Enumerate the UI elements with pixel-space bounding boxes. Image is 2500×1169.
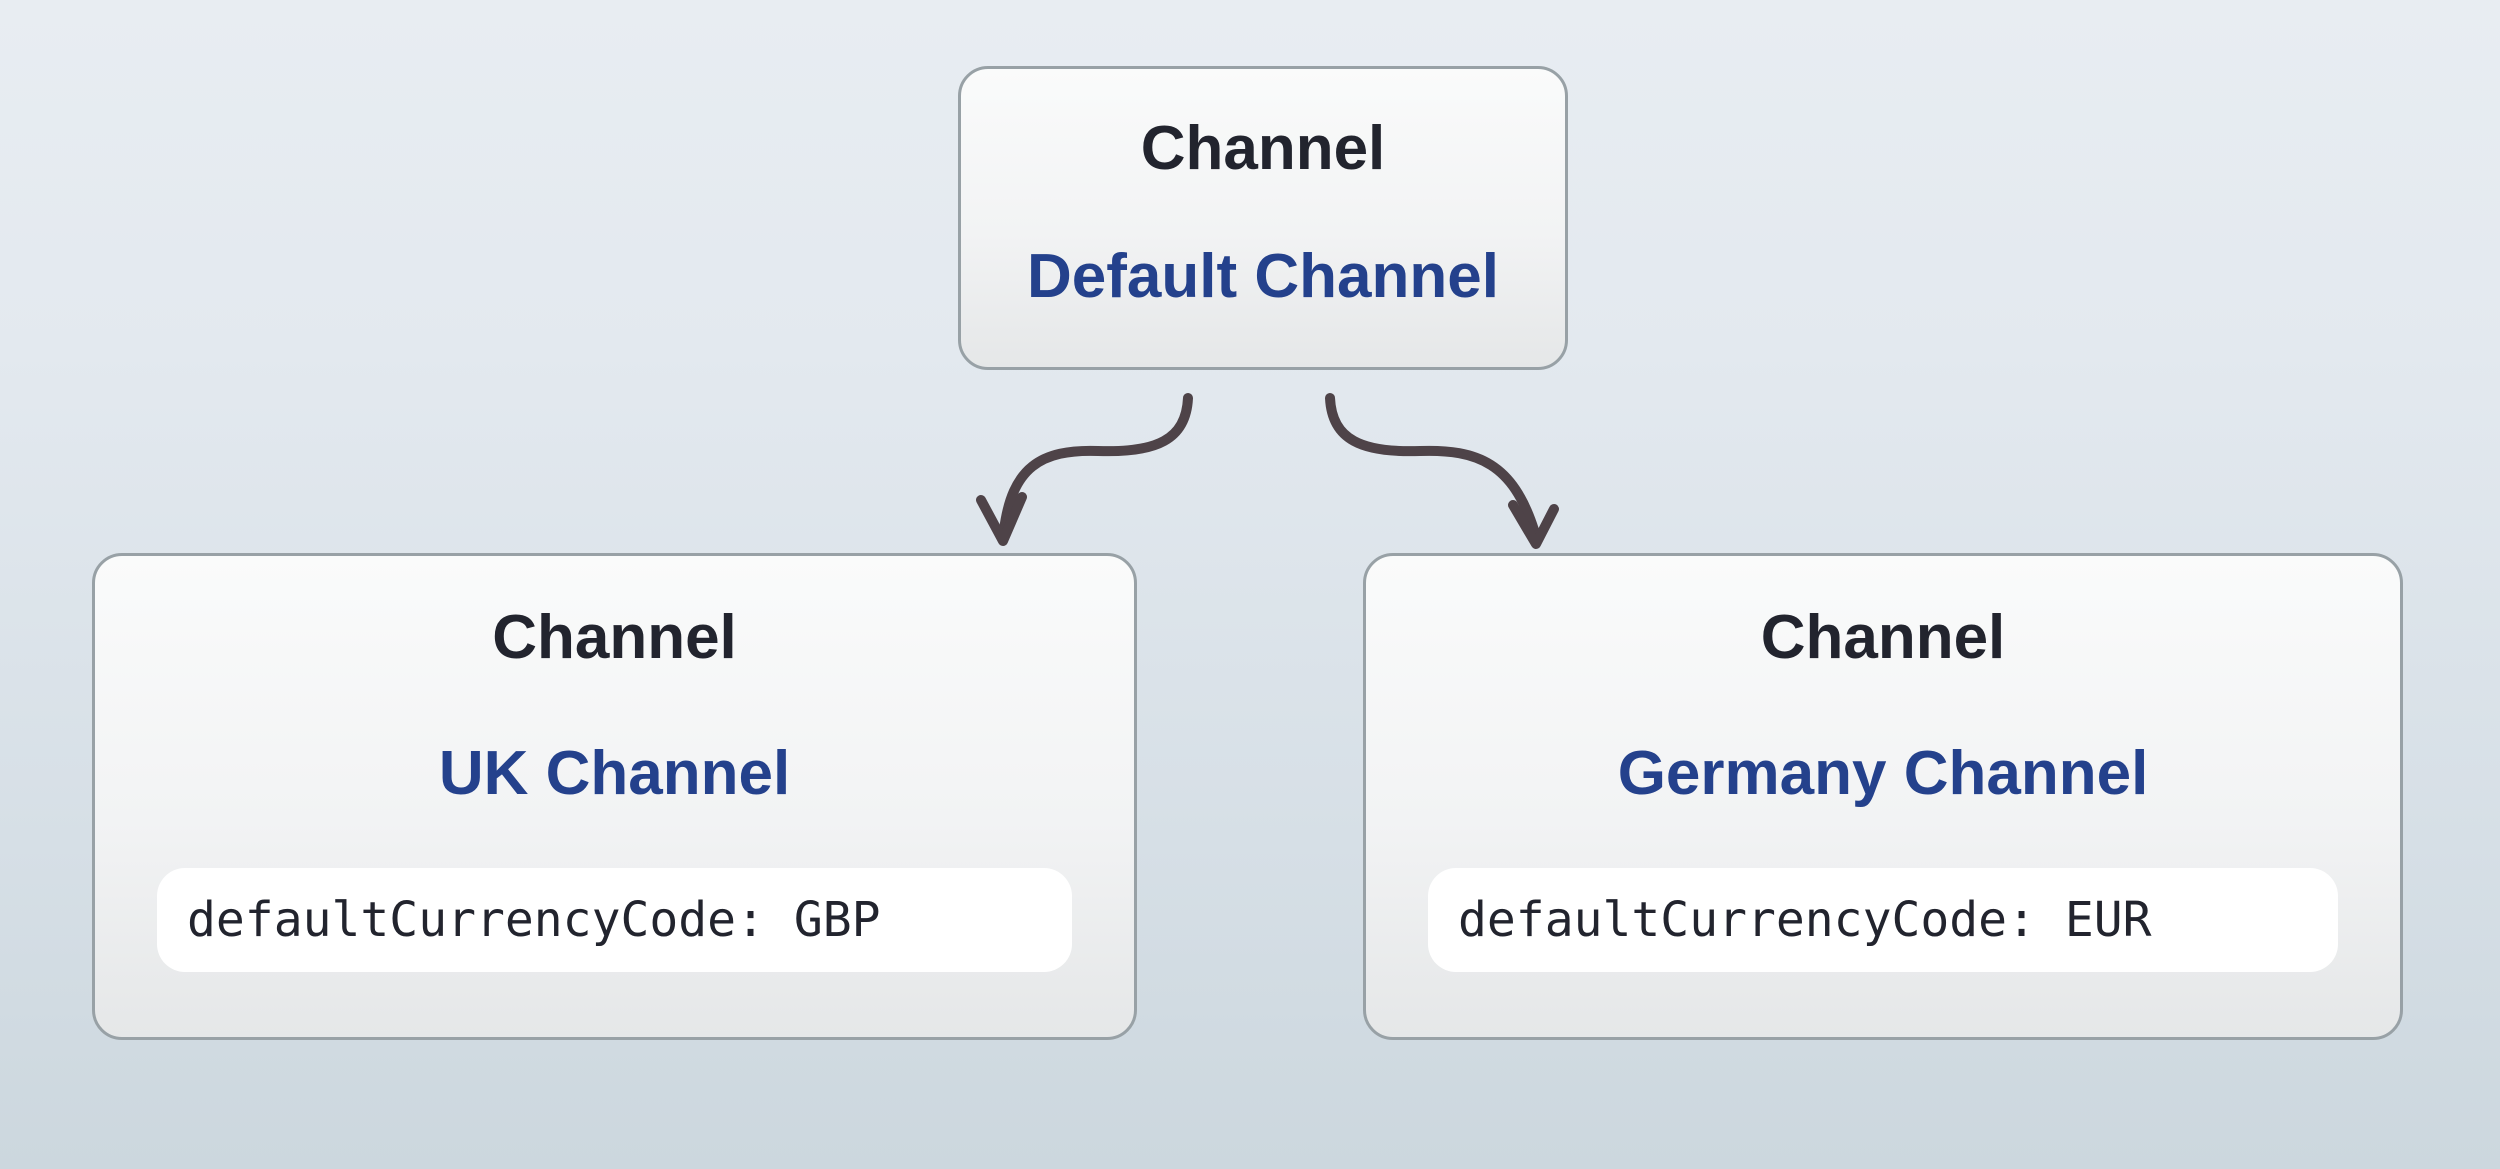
node-name: Default Channel	[1027, 242, 1499, 311]
node-germany-channel: Channel Germany Channel defaultCurrencyC…	[1363, 553, 2403, 1040]
node-title: Channel	[1760, 603, 2006, 672]
currency-code-pill: defaultCurrencyCode: GBP	[157, 868, 1072, 972]
currency-code-text: defaultCurrencyCode: EUR	[1458, 892, 2152, 948]
currency-code-pill: defaultCurrencyCode: EUR	[1428, 868, 2338, 972]
currency-code-text: defaultCurrencyCode: GBP	[187, 892, 881, 948]
node-title: Channel	[1140, 114, 1386, 183]
node-uk-channel: Channel UK Channel defaultCurrencyCode: …	[92, 553, 1137, 1040]
arrow-root-to-uk-icon	[976, 393, 1193, 546]
arrow-root-to-germany-icon	[1325, 393, 1559, 549]
node-title: Channel	[492, 603, 737, 672]
node-default-channel: Channel Default Channel	[958, 66, 1568, 370]
node-name: UK Channel	[438, 739, 791, 808]
node-name: Germany Channel	[1617, 739, 2149, 808]
